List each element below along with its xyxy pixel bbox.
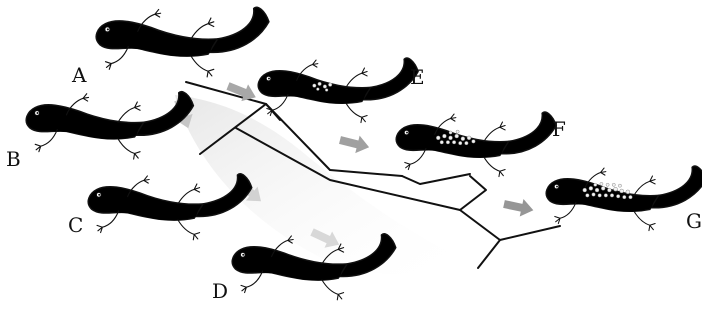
salamander-b bbox=[26, 92, 193, 159]
label-c: C bbox=[68, 213, 83, 237]
salamander-a bbox=[96, 7, 269, 77]
label-b: B bbox=[6, 147, 21, 171]
salamander-e bbox=[258, 58, 418, 122]
salamander-f bbox=[396, 112, 556, 176]
label-e: E bbox=[410, 65, 425, 89]
label-g: G bbox=[686, 209, 702, 233]
salamander-g bbox=[546, 166, 702, 230]
label-d: D bbox=[212, 279, 228, 303]
label-f: F bbox=[552, 117, 566, 141]
label-a: A bbox=[71, 63, 87, 87]
arrow-e-to-f bbox=[338, 131, 371, 156]
shadow-wedge bbox=[175, 95, 470, 275]
arrow-f-to-g bbox=[502, 195, 535, 219]
